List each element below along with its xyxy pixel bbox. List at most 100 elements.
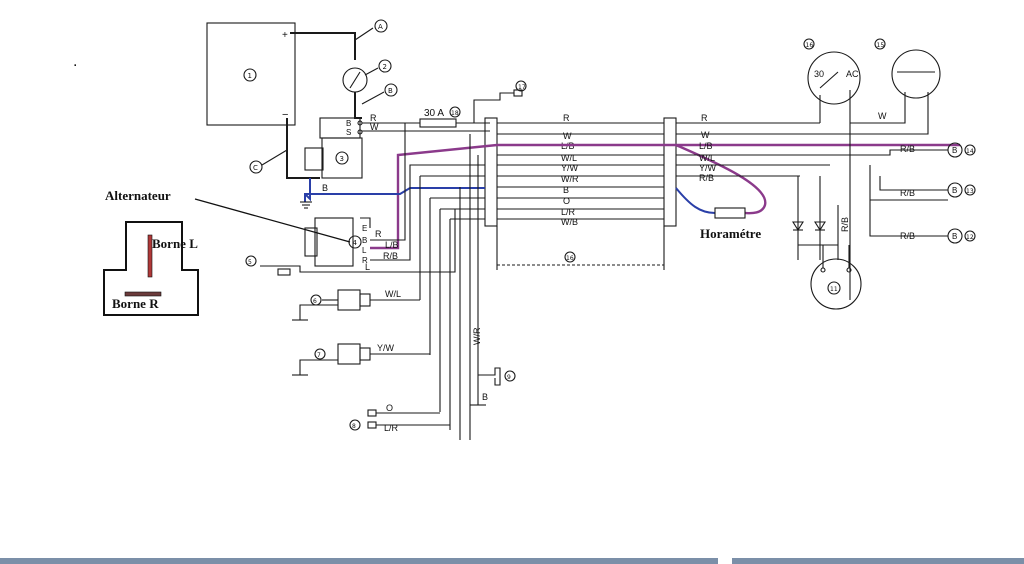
harness-wire-9: W/B: [561, 217, 578, 227]
callout-1: 1: [248, 72, 252, 80]
wire-lb-purple: [370, 143, 960, 250]
wire-code-l: L: [365, 262, 370, 272]
wire-code-yw: Y/W: [377, 343, 395, 353]
harness-right-5: R/B: [699, 173, 714, 183]
harness-wire-6: B: [563, 185, 569, 195]
harness-connector-left: [484, 117, 498, 227]
callout-15: 15: [877, 42, 885, 49]
alternator: E B L R 4: [304, 217, 368, 267]
callout-13: 13: [966, 188, 974, 195]
svg-text:B: B: [952, 146, 957, 155]
wire-code-wl: W/L: [385, 289, 401, 299]
right-wire-rb-vert: R/B: [840, 217, 850, 232]
harness-right-1: W: [701, 130, 710, 140]
harness-right: R W L/B W/L Y/W R/B: [676, 113, 870, 183]
callout-A: A: [378, 23, 383, 31]
harness-wire-3: W/L: [561, 153, 577, 163]
right-wire-rb1: R/B: [900, 144, 915, 154]
dot-mark: .: [73, 53, 77, 70]
callout-6: 6: [313, 298, 317, 305]
borne-r-label: Borne R: [112, 296, 159, 311]
svg-text:+: +: [282, 30, 288, 41]
harness-right-4: Y/W: [699, 163, 717, 173]
wire-code-b9: B: [482, 392, 488, 402]
harness-connector-right: [663, 117, 677, 227]
footer-gap: [718, 556, 732, 564]
callout-8: 8: [352, 423, 356, 430]
wire-code-o: O: [386, 403, 393, 413]
callout-17: 17: [518, 84, 526, 91]
callout-18: 18: [451, 110, 459, 117]
lamp-14: B 14: [947, 142, 976, 158]
diodes: R/B: [792, 176, 850, 260]
callout-3: 3: [340, 155, 344, 163]
harness-right-3: W/L: [699, 153, 715, 163]
lamp-9: 9 B: [470, 367, 516, 406]
fuse-label: 30 A: [424, 108, 444, 119]
wire-horametre-purple: [675, 143, 767, 215]
callout-14: 14: [966, 148, 974, 155]
right-wire-w: W: [878, 111, 887, 121]
callout-7: 7: [317, 352, 321, 359]
alternateur-label: Alternateur: [105, 188, 171, 203]
callout-9: 9: [507, 374, 511, 381]
harness-wire-7: O: [563, 196, 570, 206]
sensor-7: 7: [292, 343, 371, 376]
harness-right-2: L/B: [699, 141, 713, 151]
harness-wire-5: W/R: [561, 174, 579, 184]
relay-16: 30 AC 16: [803, 38, 861, 105]
harness-right-0: R: [701, 113, 708, 123]
alternateur-pointer: [194, 198, 351, 243]
battery: + − 1: [206, 22, 296, 126]
callout-4: 4: [353, 239, 358, 247]
wire-code-b: B: [322, 183, 328, 193]
callout-16: 16: [566, 255, 574, 262]
svg-text:B: B: [952, 232, 957, 241]
horn-11: 11: [810, 258, 862, 310]
terminal-alt-e: E: [362, 224, 367, 233]
footer-bar: [0, 558, 1024, 564]
wire-code-r: R: [370, 113, 377, 123]
horametre-box: [714, 207, 746, 219]
callout-5: 5: [248, 259, 252, 266]
wire-code-alt-r: R: [375, 229, 382, 239]
lamp-12: B 12: [947, 228, 976, 244]
horametre-label: Horamétre: [700, 226, 761, 241]
harness-wire-4: Y/W: [561, 163, 579, 173]
harness-bundle: R W L/B W/L Y/W W/R B O L/R W/B: [497, 113, 664, 227]
terminal-starter-s: S: [346, 128, 351, 137]
callout-12: 12: [966, 234, 974, 241]
terminal-starter-b: B: [346, 119, 351, 128]
right-wire-rb2: R/B: [900, 188, 915, 198]
borne-l-label: Borne L: [152, 236, 198, 251]
wire-code-alt-rb: R/B: [383, 251, 398, 261]
main-switch: 2: [342, 59, 392, 93]
fuse-30a: 30 A 18: [419, 106, 490, 128]
harness-wire-0: R: [563, 113, 570, 123]
lamp-13: B 13: [947, 182, 976, 198]
relay-ac: AC: [846, 69, 859, 79]
callout-C: C: [253, 164, 258, 172]
relay-30: 30: [814, 69, 824, 79]
terminal-alt-b: B: [362, 236, 367, 245]
wire-code-wr-vert: W/R: [472, 327, 482, 345]
callout-11: 11: [830, 286, 838, 293]
callout-16b: 16: [806, 42, 814, 49]
borne-diagram: [103, 221, 199, 316]
gauge-15: 15: [874, 38, 941, 99]
svg-text:B: B: [952, 186, 957, 195]
callout-2: 2: [383, 63, 387, 71]
connector-8: 8: [349, 409, 377, 431]
wire-code-lr: L/R: [384, 423, 399, 433]
terminal-alt-l: L: [362, 246, 367, 255]
harness-wire-8: L/R: [561, 207, 576, 217]
harness-wire-1: W: [563, 131, 572, 141]
right-wire-rb3: R/B: [900, 231, 915, 241]
svg-text:−: −: [282, 109, 288, 121]
wire-code-alt-lb: L/B: [385, 240, 399, 250]
starter-motor: 3 B S: [304, 117, 363, 179]
wire-horametre-blue: [675, 187, 716, 214]
terminal-alt-r: R: [362, 256, 368, 265]
wire-code-w: W: [370, 122, 379, 132]
